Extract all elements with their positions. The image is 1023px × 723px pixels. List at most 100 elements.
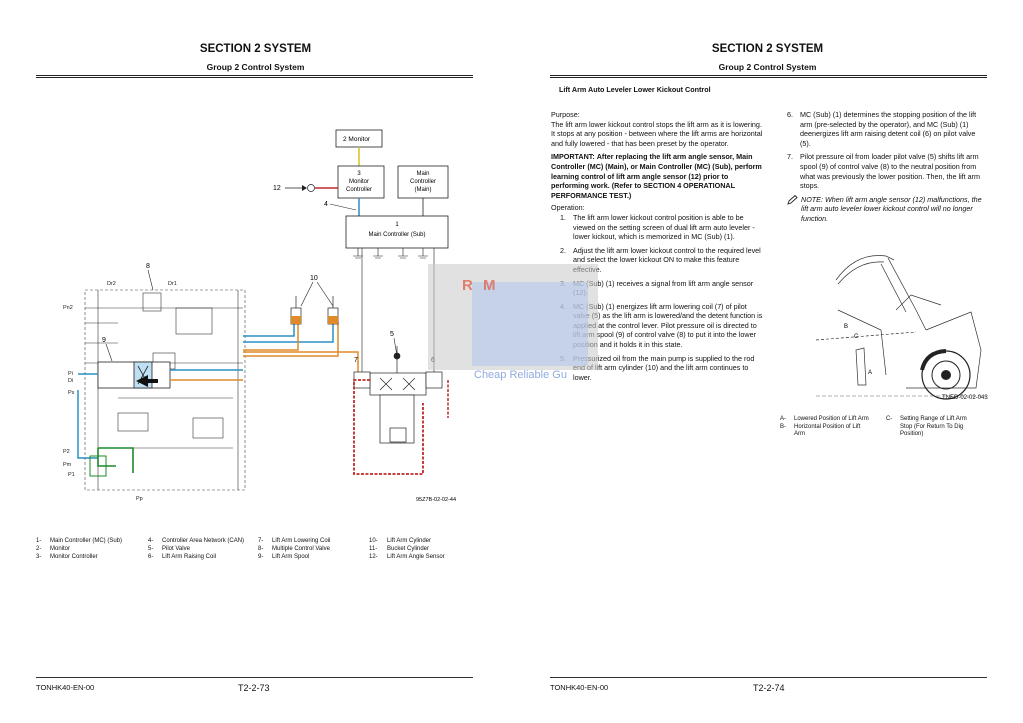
port-di: Di bbox=[68, 378, 73, 384]
group-title: Group 2 Control System bbox=[206, 62, 305, 72]
purpose-heading: Purpose: bbox=[551, 110, 580, 119]
mc-sub-number: 1 bbox=[395, 222, 399, 228]
legend-item: 2-Monitor bbox=[36, 546, 71, 552]
port-p1: P1 bbox=[68, 472, 75, 478]
monitor-controller-box bbox=[337, 165, 385, 199]
footer-code: TONHK40-EN-00 bbox=[36, 683, 95, 692]
figure-id: 95Z7B-02-02-44 bbox=[416, 497, 456, 503]
legend-col-4: 10-Lift Arm Cylinder 11-Bucket Cylinder … bbox=[369, 537, 445, 561]
legend-col-2: 4-Controller Area Network (CAN) 5-Pilot … bbox=[148, 537, 244, 561]
note-label: NOTE: bbox=[801, 194, 823, 204]
purpose-text: The lift arm lower kickout control stops… bbox=[551, 119, 763, 148]
main-controller-label-3: (Main) bbox=[414, 187, 431, 193]
page-number: T2-2-74 bbox=[753, 683, 785, 693]
port-ps: Ps bbox=[68, 390, 75, 396]
watermark-logo-icon bbox=[472, 282, 588, 366]
pilot-lines-orange bbox=[170, 322, 359, 388]
main-controller-label-2: Controller bbox=[410, 179, 436, 185]
legend-item: 11-Bucket Cylinder bbox=[369, 546, 430, 552]
header-rule bbox=[550, 75, 987, 78]
left-page: SECTION 2 SYSTEM Group 2 Control System … bbox=[0, 0, 511, 723]
legend-col-1: 1-Main Controller (MC) (Sub) 2-Monitor 3… bbox=[36, 537, 122, 561]
ground-symbols bbox=[353, 248, 428, 259]
pencil-icon bbox=[787, 194, 798, 208]
wheel-loader-figure: B C A bbox=[815, 255, 986, 400]
section-title: SECTION 2 SYSTEM bbox=[199, 43, 312, 55]
pilot-lines-blue bbox=[77, 322, 334, 459]
port-pn2: Pn2 bbox=[63, 305, 73, 311]
legend-item: 9-Lift Arm Spool bbox=[258, 554, 310, 560]
main-controller-label-1: Main bbox=[416, 171, 429, 177]
group-title: Group 2 Control System bbox=[718, 62, 817, 72]
legend-item: 1-Main Controller (MC) (Sub) bbox=[36, 538, 123, 544]
legend-item: 7-Lift Arm Lowering Coil bbox=[258, 538, 331, 544]
section-title: SECTION 2 SYSTEM bbox=[711, 43, 824, 55]
drain-line-green bbox=[97, 447, 134, 473]
caption-item: B-Horizontal Position of Lift Arm bbox=[780, 423, 861, 438]
lift-arm-cylinders bbox=[290, 296, 339, 325]
port-p2: P2 bbox=[63, 449, 70, 455]
callout-5: 5 bbox=[390, 331, 394, 338]
right-page: SECTION 2 SYSTEM Group 2 Control System … bbox=[512, 0, 1023, 723]
legend-item: 12-Lift Arm Angle Sensor bbox=[369, 554, 445, 560]
loader-figure-id: TNED-02-02-043 bbox=[942, 395, 988, 401]
legend-item: 8-Multiple Control Valve bbox=[258, 546, 330, 552]
footer-rule bbox=[36, 677, 473, 678]
operation-step: 1.The lift arm lower kickout control pos… bbox=[560, 212, 755, 242]
important-text: After replacing the lift arm angle senso… bbox=[551, 152, 762, 200]
caption-item: A-Lowered Position of Lift Arm bbox=[780, 416, 869, 422]
text-column-right: 6.MC (Sub) (1) determines the stopping p… bbox=[787, 110, 982, 224]
important-block: IMPORTANT: After replacing the lift arm … bbox=[551, 152, 764, 200]
legend-item: 4-Controller Area Network (CAN) bbox=[148, 538, 245, 544]
mc-sub-label: Main Controller (Sub) bbox=[368, 232, 425, 238]
legend-item: 10-Lift Arm Cylinder bbox=[369, 538, 432, 544]
main-line-red bbox=[353, 379, 424, 475]
operation-steps-continued: 6.MC (Sub) (1) determines the stopping p… bbox=[787, 110, 982, 191]
pilot-valve bbox=[369, 346, 427, 444]
footer-code: TONHK40-EN-00 bbox=[550, 683, 609, 692]
angle-sensor-symbol bbox=[307, 184, 315, 192]
figure-caption-col-2: C-Setting Range of Lift Arm Stop (For Re… bbox=[886, 416, 967, 437]
monitor-controller-label-1: Monitor bbox=[349, 179, 369, 185]
watermark-text: Cheap Reliable Gu bbox=[474, 369, 567, 381]
operation-step: 6.MC (Sub) (1) determines the stopping p… bbox=[787, 110, 977, 148]
subtitle: Lift Arm Auto Leveler Lower Kickout Cont… bbox=[559, 85, 711, 94]
operation-heading: Operation: bbox=[551, 203, 585, 213]
monitor-controller-label-2: Controller bbox=[346, 187, 372, 193]
operation-step: 7.Pilot pressure oil from loader pilot v… bbox=[787, 152, 981, 191]
main-controller-sub-box bbox=[345, 215, 449, 249]
callout-7: 7 bbox=[354, 357, 358, 364]
figure-caption-col-1: A-Lowered Position of Lift Arm B-Horizon… bbox=[780, 416, 880, 439]
lower-direction-arrow bbox=[136, 375, 158, 387]
callout-9: 9 bbox=[102, 337, 106, 344]
page-number: T2-2-73 bbox=[238, 683, 270, 693]
monitor-label: 2 Monitor bbox=[343, 136, 371, 143]
watermark-box bbox=[428, 264, 598, 370]
legend-item: 5-Pilot Valve bbox=[148, 546, 190, 552]
header-rule bbox=[36, 75, 473, 78]
footer-rule bbox=[550, 677, 987, 678]
note-block: NOTE: When lift arm angle sensor (12) ma… bbox=[787, 194, 982, 224]
legend-item: 6-Lift Arm Raising Coil bbox=[148, 554, 217, 560]
text-column-left: Purpose: The lift arm lower kickout cont… bbox=[551, 110, 764, 386]
figure-letter-a: A bbox=[868, 370, 872, 376]
hydraulic-circuit-diagram: 2 Monitor 3 Monitor Controller Main Cont… bbox=[63, 129, 456, 503]
callout-12: 12 bbox=[273, 185, 281, 192]
callout-10: 10 bbox=[310, 275, 318, 282]
monitor-controller-number: 3 bbox=[357, 171, 361, 177]
port-pp: Pp bbox=[136, 496, 143, 502]
callout-8: 8 bbox=[146, 263, 150, 270]
port-pi: Pi bbox=[68, 371, 73, 377]
port-dr2: Dr2 bbox=[107, 281, 116, 287]
figure-letter-c: C bbox=[854, 334, 859, 340]
watermark-logo: R M bbox=[462, 277, 499, 294]
legend-col-3: 7-Lift Arm Lowering Coil 8-Multiple Cont… bbox=[258, 537, 330, 561]
control-valve-outline bbox=[84, 289, 246, 491]
figure-letter-b: B bbox=[844, 324, 848, 330]
raising-coil-6 bbox=[425, 371, 443, 389]
port-pm: Pm bbox=[63, 462, 72, 468]
legend-item: 3-Monitor Controller bbox=[36, 554, 98, 560]
callout-4: 4 bbox=[324, 201, 328, 208]
important-label: IMPORTANT: bbox=[551, 152, 595, 162]
note-text: When lift arm angle sensor (12) malfunct… bbox=[801, 194, 982, 223]
